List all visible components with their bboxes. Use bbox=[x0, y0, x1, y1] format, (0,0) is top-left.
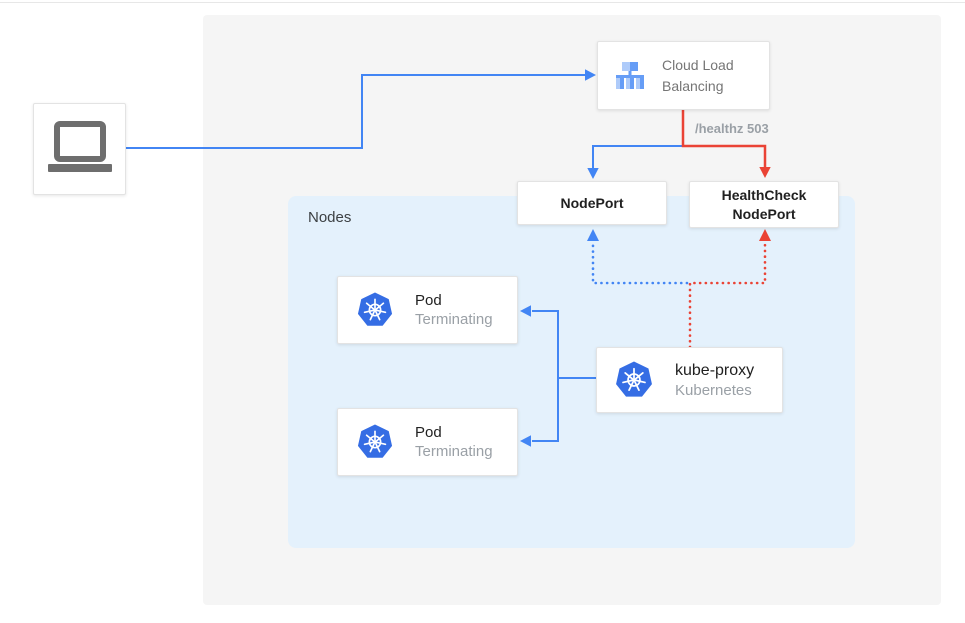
top-divider bbox=[0, 2, 965, 3]
pod-1-box: Pod Terminating bbox=[337, 276, 518, 344]
healthcheck-label-line1: HealthCheck bbox=[721, 186, 807, 203]
laptop-icon bbox=[47, 121, 112, 172]
nodes-group-label: Nodes bbox=[308, 209, 352, 226]
pod-1-title: Pod bbox=[415, 292, 442, 309]
kube-proxy-box: kube-proxy Kubernetes bbox=[596, 347, 783, 413]
kubernetes-icon bbox=[357, 292, 393, 326]
nodeport-label: NodePort bbox=[560, 195, 624, 211]
healthcheck-nodeport-box: HealthCheck NodePort bbox=[689, 181, 839, 228]
cloud-load-balancing-box: Cloud Load Balancing bbox=[597, 41, 770, 110]
pod-2-title: Pod bbox=[415, 424, 442, 441]
pod-2-box: Pod Terminating bbox=[337, 408, 518, 476]
nodeport-box: NodePort bbox=[517, 181, 667, 225]
pod-2-status: Terminating bbox=[415, 443, 493, 460]
load-balancer-icon bbox=[616, 61, 644, 89]
healthz-status-label: /healthz 503 bbox=[695, 121, 769, 136]
kube-proxy-subtitle: Kubernetes bbox=[675, 381, 752, 399]
healthcheck-label-line2: NodePort bbox=[732, 205, 796, 222]
kubernetes-icon bbox=[357, 424, 393, 458]
cloud-load-balancing-label: Cloud Load Balancing bbox=[662, 57, 734, 94]
pod-1-status: Terminating bbox=[415, 311, 493, 328]
client-box bbox=[33, 103, 126, 195]
kubernetes-icon bbox=[616, 361, 652, 397]
kube-proxy-title: kube-proxy bbox=[675, 361, 755, 379]
